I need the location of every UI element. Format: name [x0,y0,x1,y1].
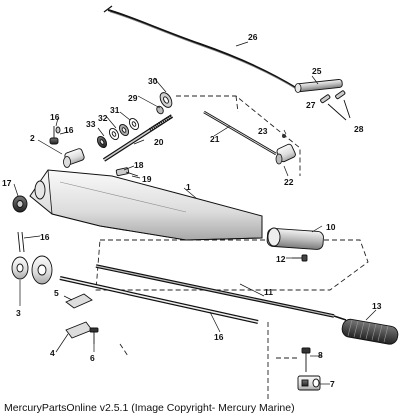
part-screw-6 [89,327,99,344]
dashed-guide-lines [95,95,369,400]
part-pin-16 [17,231,25,253]
part-nut-17 [12,195,28,213]
callout-21: 21 [210,134,220,144]
part-clamp-7 [297,375,321,391]
part-pins-26-27 [320,90,351,121]
part-rod-16 [59,276,259,324]
callout-32: 33 [86,119,96,129]
part-screw-12 [292,254,308,262]
callout-8: 8 [318,350,323,360]
callout-16b: 16 [214,332,224,342]
callout-20: 20 [154,137,164,147]
callout-18: 18 [134,160,144,170]
part-plate-5 [65,293,93,309]
callout-30: 31 [110,105,120,115]
callout-1: 1 [186,182,191,192]
part-bushing-22 [275,143,296,165]
copyright-footer: MercuryPartsOnline v2.5.1 (Image Copyrig… [4,402,295,414]
part-shaft-20 [102,114,174,162]
callout-6: 6 [90,353,95,363]
callout-17: 17 [2,178,12,188]
callout-11: 11 [264,287,273,297]
callout-3: 3 [16,308,21,318]
callout-2: 2 [30,133,35,143]
callout-labels: 26 25 27 28 30 29 31 32 33 16 16 2 20 21… [2,32,382,389]
part-shaft-11 [95,264,347,321]
part-pin-23 [282,134,286,138]
leader-lines [13,41,377,385]
callout-4: 4 [50,348,55,358]
part-rod-24 [294,79,343,93]
part-tiller-handle-1 [29,169,263,241]
callout-12: 12 [276,254,286,264]
callout-7: 7 [330,379,335,389]
callout-13: 13 [372,301,382,311]
part-grip-10 [266,227,324,250]
part-throttle-grip-13 [341,318,399,345]
part-rod-21 [203,110,277,156]
callout-5: 5 [54,288,59,298]
callout-23: 23 [258,126,268,136]
callout-25: 26 [248,32,258,42]
callout-14: 16 [50,112,60,122]
part-disc-3 [11,255,53,285]
callout-16a: 16 [40,232,50,242]
callout-24: 25 [312,66,322,76]
part-cable-25 [103,5,299,91]
part-washers-28-33 [96,92,173,149]
callout-22: 22 [284,177,294,187]
callout-31: 32 [98,113,108,123]
part-bolts-14-15 [49,126,61,145]
callout-26: 27 [306,100,316,110]
part-bracket-4 [65,321,93,339]
callout-19: 19 [142,174,152,184]
part-bushing-2 [63,148,85,168]
part-bolt-8 [301,347,311,372]
callout-28: 29 [128,93,138,103]
callout-15: 16 [64,125,74,135]
callout-10: 10 [326,222,336,232]
callout-27: 28 [354,124,364,134]
callout-29: 30 [148,76,158,86]
